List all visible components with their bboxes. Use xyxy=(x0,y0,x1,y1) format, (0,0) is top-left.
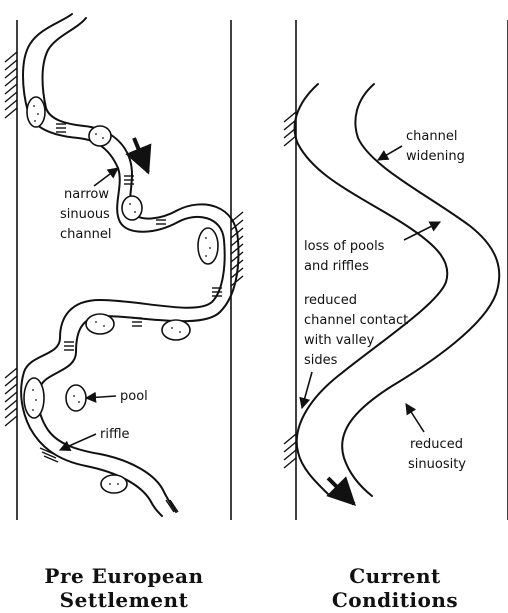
pool-3 xyxy=(122,196,142,220)
wide-channel-left-bank xyxy=(295,84,448,496)
pool-5 xyxy=(86,314,114,334)
narrow-channel-label-line2: sinuous xyxy=(60,207,110,222)
reduced-sinuosity-label-line1: reduced xyxy=(410,437,463,452)
pool-6 xyxy=(162,320,190,340)
channel-widening-pointer xyxy=(378,146,402,160)
channel-widening-label-line2: widening xyxy=(406,149,465,164)
valley-contact-hatching-left xyxy=(5,52,17,426)
reduced-contact-label-line4: sides xyxy=(304,353,338,368)
pre-european-caption-line1: Pre European xyxy=(44,564,203,588)
narrow-channel-label-line3: channel xyxy=(60,227,111,242)
pool-label: pool xyxy=(120,389,148,404)
flow-direction-arrow-right xyxy=(328,478,354,504)
channel-widening-label-line1: channel xyxy=(406,129,457,144)
pool-9 xyxy=(101,475,127,493)
wide-channel-right-bank xyxy=(342,84,499,496)
pre-european-caption-line2: Settlement xyxy=(60,588,189,612)
pool-4 xyxy=(198,228,218,264)
loss-of-pools-label-line1: loss of pools xyxy=(304,239,385,254)
reduced-contact-label-line3: with valley xyxy=(304,333,375,348)
narrow-channel-label-line1: narrow xyxy=(64,187,109,202)
pool-8 xyxy=(66,385,86,411)
sinuous-channel-inner-bank xyxy=(38,18,238,512)
pool-1 xyxy=(27,97,45,127)
valley-contact-hatching-current xyxy=(284,112,296,468)
pre-european-panel: narrow sinuous channel pool riffle Pre E… xyxy=(5,14,243,612)
riffle-label: riffle xyxy=(100,427,130,442)
narrow-channel-pointer xyxy=(94,168,118,186)
pool-pointer xyxy=(86,396,116,398)
pool-2 xyxy=(89,126,111,146)
reduced-sinuosity-label-line2: sinuosity xyxy=(408,457,466,472)
reduced-sinuosity-pointer xyxy=(406,404,424,432)
reduced-contact-pointer xyxy=(302,372,312,408)
reduced-contact-label-line2: channel contact xyxy=(304,313,408,328)
current-conditions-panel: channel widening loss of pools and riffl… xyxy=(284,20,508,612)
current-conditions-caption-line2: Conditions xyxy=(332,588,458,612)
reduced-contact-label-line1: reduced xyxy=(304,293,357,308)
pool-7 xyxy=(24,378,44,418)
riffle-pointer xyxy=(60,434,96,450)
flow-direction-arrow-left xyxy=(134,138,148,172)
loss-of-pools-label-line2: and riffles xyxy=(304,259,369,274)
current-conditions-caption-line1: Current xyxy=(349,564,441,588)
